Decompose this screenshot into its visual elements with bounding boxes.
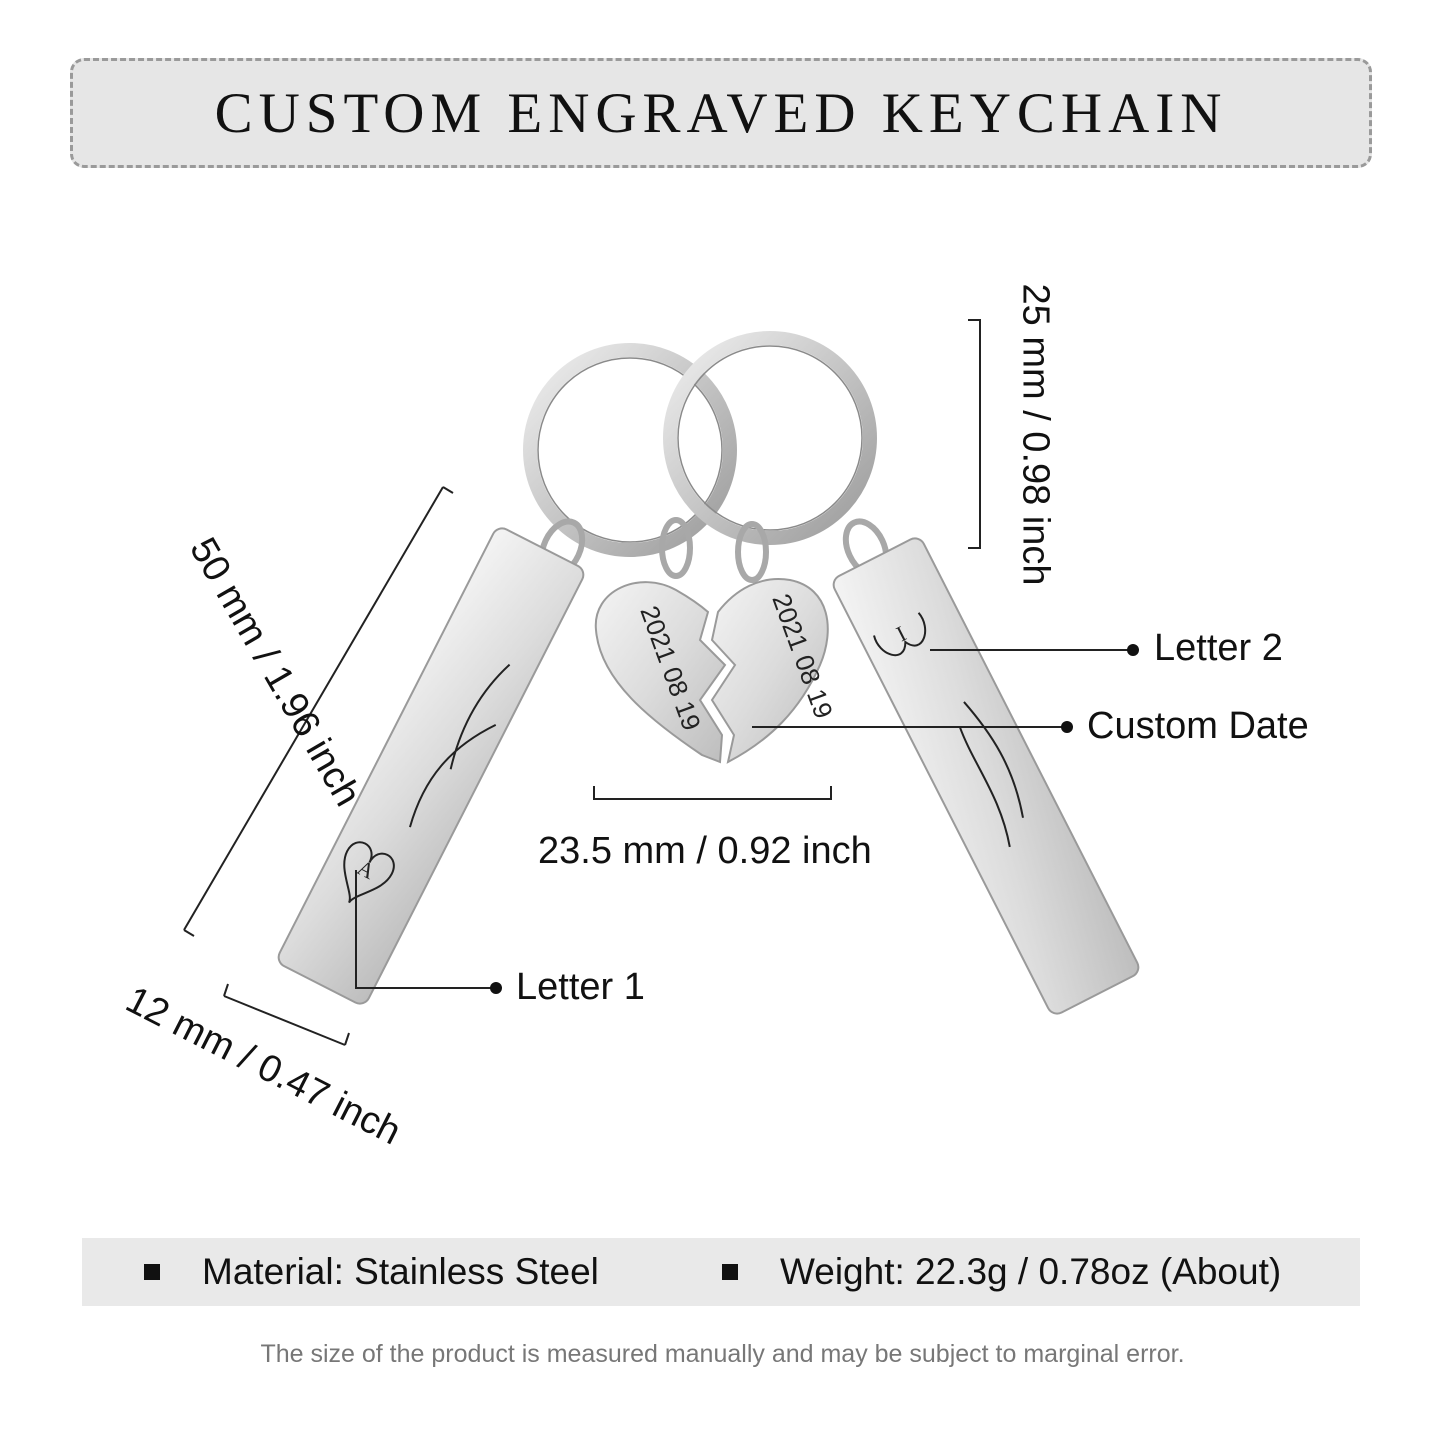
jump-ring	[659, 517, 693, 579]
spec-weight: Weight: 22.3g / 0.78oz (About)	[722, 1238, 1281, 1306]
custom-date-label: Custom Date	[1087, 705, 1309, 747]
key-ring-left	[523, 343, 737, 557]
bar-tag-right: I	[832, 537, 1140, 1015]
heart-dimension-line	[593, 786, 832, 800]
bar-tag-left: A	[277, 527, 585, 1005]
custom-date-leader	[752, 721, 1073, 733]
ring-dimension-label: 25 mm / 0.98 inch	[1014, 283, 1057, 586]
letter1-leader	[355, 870, 502, 994]
heart-tag: 2021 08 19 2021 08 19	[594, 578, 839, 764]
bullet-icon	[144, 1264, 160, 1280]
letter2-label: Letter 2	[1154, 627, 1283, 669]
title-banner: CUSTOM ENGRAVED KEYCHAIN	[70, 58, 1372, 168]
key-ring-right	[663, 331, 877, 545]
letter1-label: Letter 1	[516, 966, 645, 1008]
bar-length-dimension-line	[183, 486, 454, 937]
letter2-leader	[930, 644, 1139, 656]
page-title: CUSTOM ENGRAVED KEYCHAIN	[214, 81, 1228, 145]
disclaimer-note: The size of the product is measured manu…	[260, 1340, 1185, 1368]
jump-ring	[735, 521, 769, 583]
bar-width-dimension-line	[223, 983, 350, 1046]
spec-material: Material: Stainless Steel	[144, 1238, 599, 1306]
spec-bar: Material: Stainless Steel Weight: 22.3g …	[82, 1238, 1360, 1306]
material-text: Material: Stainless Steel	[202, 1251, 599, 1292]
bullet-icon	[722, 1264, 738, 1280]
ring-dimension-line	[968, 319, 981, 549]
weight-text: Weight: 22.3g / 0.78oz (About)	[780, 1251, 1282, 1292]
heart-dimension-label: 23.5 mm / 0.92 inch	[538, 830, 872, 872]
